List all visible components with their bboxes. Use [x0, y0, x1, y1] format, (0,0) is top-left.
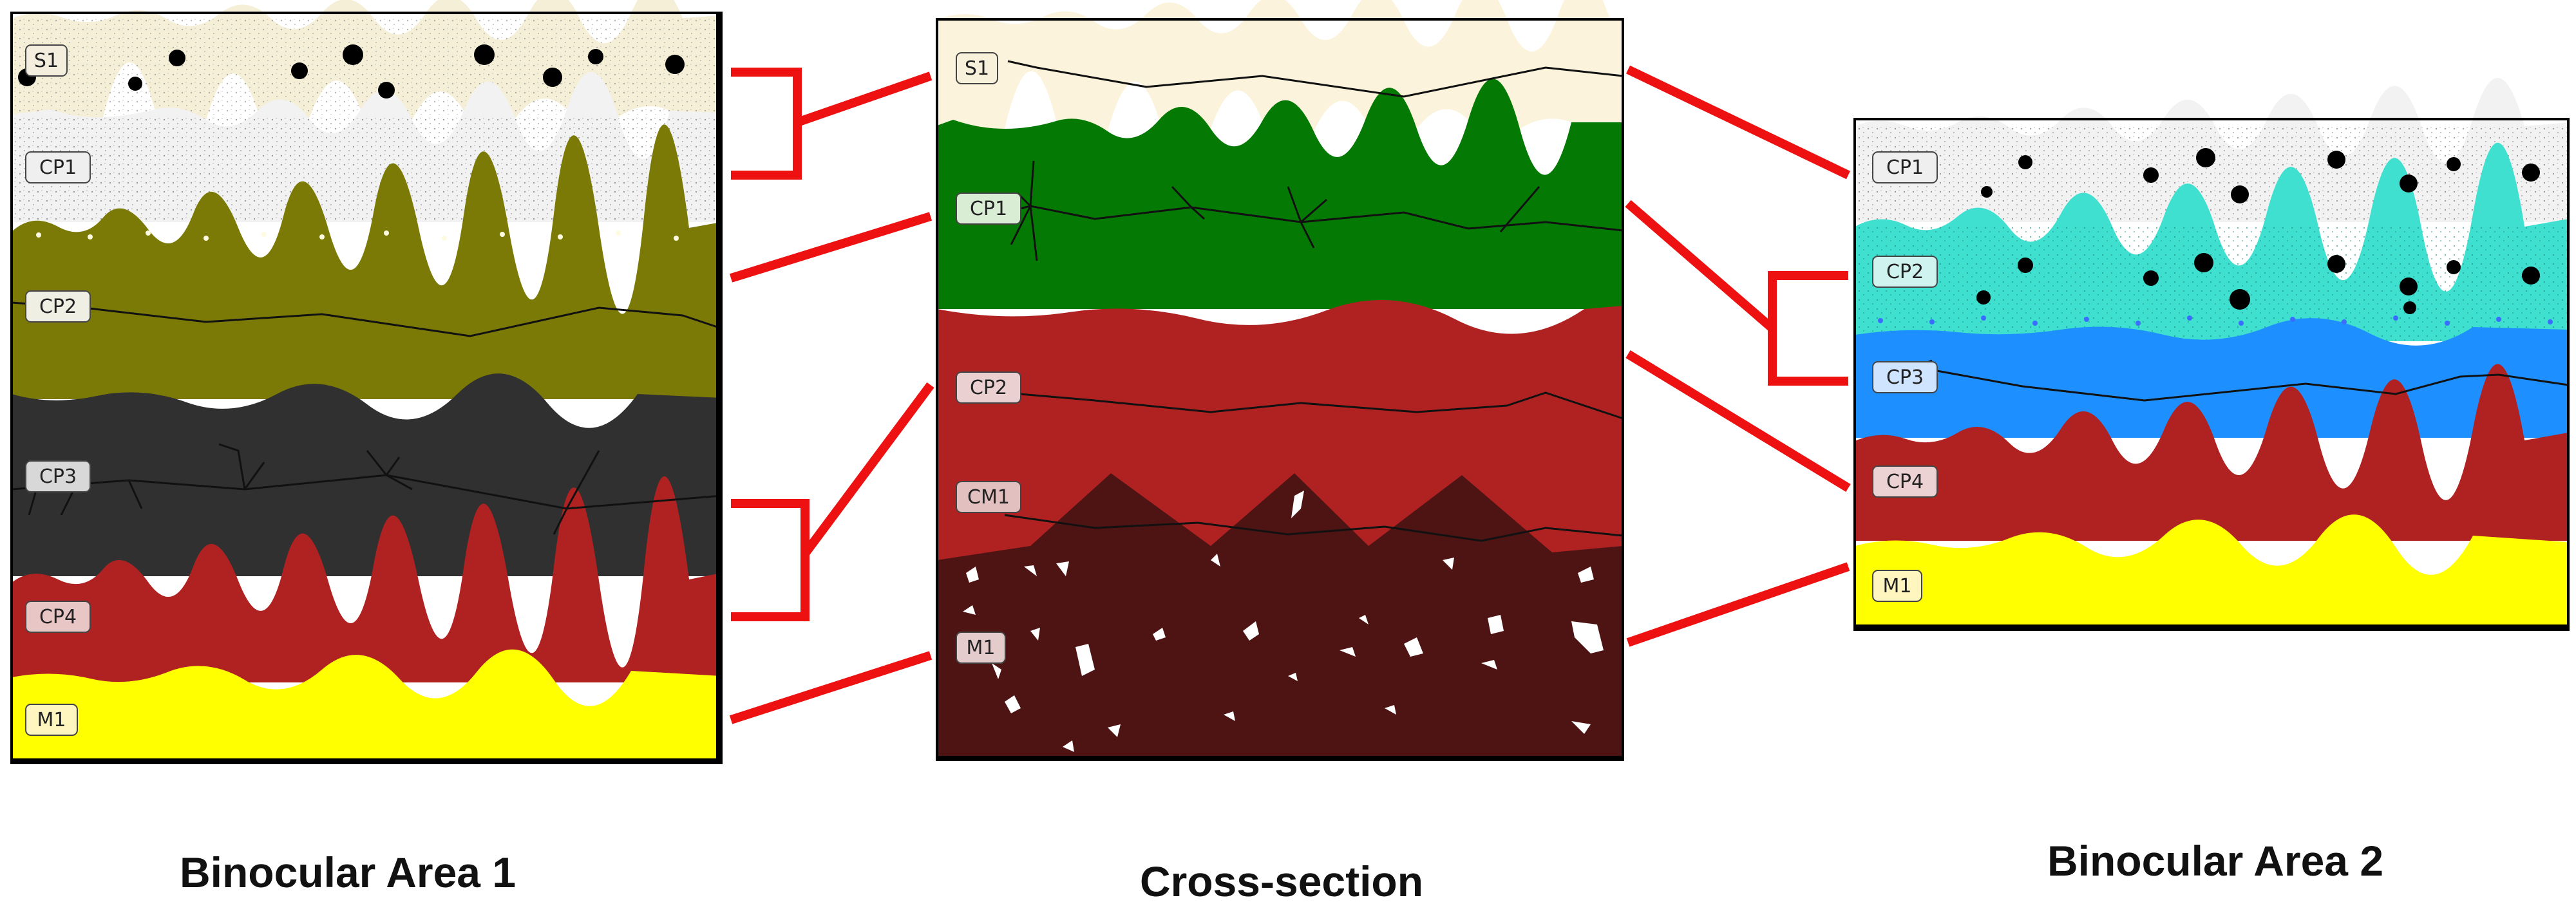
layer-cp2	[12, 124, 721, 399]
svg-text:S1: S1	[965, 57, 989, 80]
svg-text:M1: M1	[967, 637, 996, 659]
title-binocular-area-2: Binocular Area 2	[2047, 837, 2383, 885]
svg-text:CP4: CP4	[39, 606, 77, 628]
layer-label: M1	[956, 632, 1006, 664]
layer-label: S1	[25, 44, 68, 77]
layer-m1	[1855, 514, 2568, 630]
panel-cross-section: S1 CP1 CP2 CM1 M1	[936, 0, 1624, 761]
layer-label: CP1	[25, 151, 91, 183]
layer-label: CP2	[1872, 256, 1938, 288]
connector-line	[1625, 200, 1776, 332]
layer-s1	[937, 0, 1623, 183]
layer-m1	[937, 473, 1623, 760]
layer-label: CP3	[25, 460, 91, 493]
connector-line	[1626, 562, 1850, 647]
layer-label: CP4	[1872, 465, 1938, 498]
title-cross-section: Cross-section	[1140, 858, 1423, 905]
connector-line	[729, 651, 933, 724]
clasts	[1976, 148, 2540, 314]
clasts	[18, 44, 685, 99]
layer-cp4	[1855, 364, 2568, 541]
panel-binocular-area-1: S1 CP1 CP2 CP3 CP4 M1	[10, 0, 723, 764]
layer-cp1	[937, 79, 1623, 310]
svg-text:CP2: CP2	[1886, 261, 1924, 283]
crack-lines	[11, 301, 722, 535]
connector-line	[795, 71, 933, 127]
labels-cross-section: S1 CP1 CP2 CM1 M1	[956, 52, 1021, 664]
layer-label: CP2	[956, 371, 1021, 404]
svg-text:CP1: CP1	[1886, 156, 1924, 179]
layer-cp3	[12, 373, 721, 576]
svg-text:CP3: CP3	[1886, 366, 1924, 389]
svg-text:CM1: CM1	[967, 486, 1010, 509]
layer-label: CP1	[1872, 151, 1938, 183]
svg-text:M1: M1	[1883, 575, 1912, 597]
layer-m1	[12, 649, 721, 763]
bracket-left-lower	[731, 499, 810, 621]
layer-label: S1	[956, 52, 998, 84]
layer-label: M1	[1872, 570, 1922, 602]
fragments	[963, 491, 1604, 752]
labels-binocular-2: CP1 CP2 CP3 CP4 M1	[1872, 151, 1938, 602]
layer-label: CP3	[1872, 361, 1938, 393]
crack-lines	[1004, 60, 1624, 542]
svg-text:CP2: CP2	[970, 377, 1007, 399]
svg-text:S1: S1	[34, 50, 59, 72]
layer-label: CP1	[956, 192, 1021, 225]
layer-label: M1	[25, 704, 78, 736]
boundary-beads	[36, 230, 679, 241]
svg-text:CP2: CP2	[39, 296, 77, 318]
boundary-beads	[1878, 315, 2553, 326]
svg-text:CP4: CP4	[1886, 471, 1924, 493]
connector-line	[801, 382, 934, 557]
bracket-left-upper	[731, 68, 802, 180]
layer-label: CP4	[25, 601, 91, 633]
connector-lines	[729, 65, 1851, 724]
svg-text:CP1: CP1	[970, 198, 1007, 220]
layer-label: CM1	[956, 481, 1021, 513]
panel-binocular-area-2: CP1 CP2 CP3 CP4 M1	[1853, 77, 2570, 631]
connector-line	[1625, 65, 1851, 180]
layer-label: CP2	[25, 290, 91, 323]
svg-text:M1: M1	[37, 709, 66, 731]
title-binocular-area-1: Binocular Area 1	[180, 849, 516, 896]
layer-cp4	[12, 476, 721, 682]
svg-text:CP1: CP1	[39, 156, 77, 179]
svg-text:CP3: CP3	[39, 465, 77, 488]
connector-line	[729, 212, 933, 283]
connector-line	[1625, 350, 1851, 492]
labels-binocular-1: S1 CP1 CP2 CP3 CP4 M1	[25, 44, 91, 736]
bracket-right	[1768, 271, 1848, 386]
